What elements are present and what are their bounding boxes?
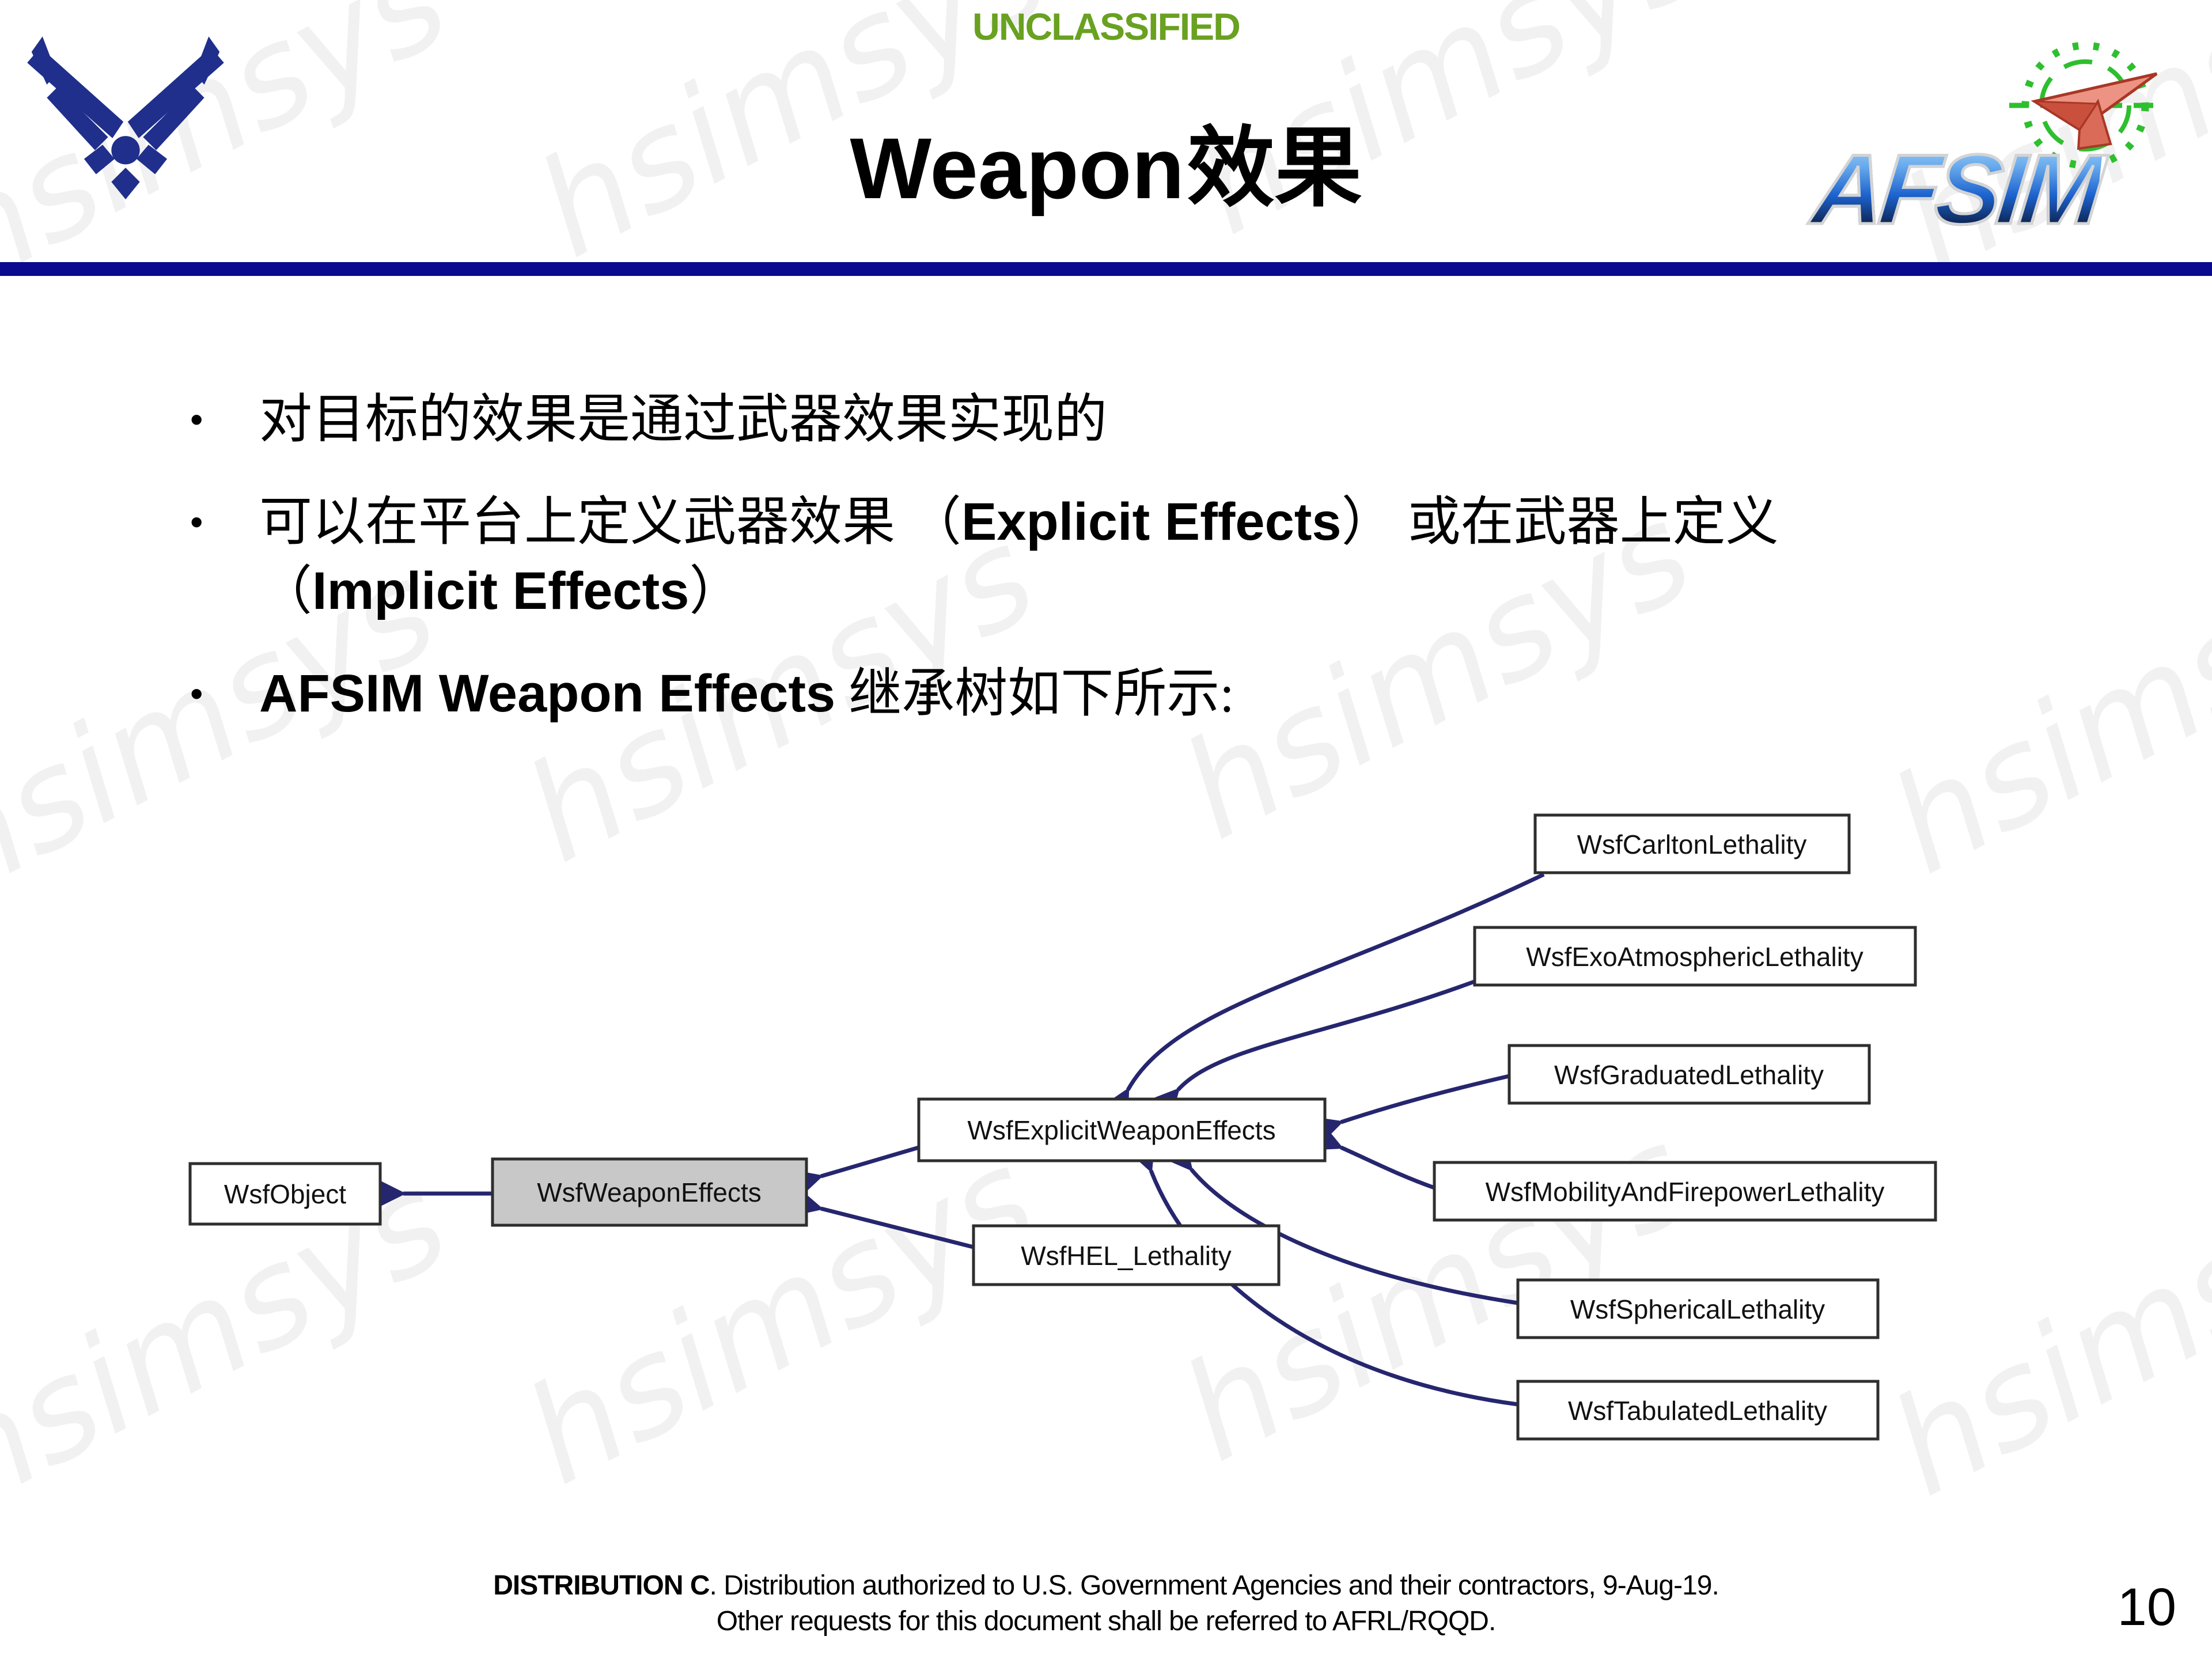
node-wsfexoatmosphericlethality bbox=[1473, 926, 1917, 987]
afsim-logo: AFSIM bbox=[1806, 10, 2206, 258]
bullet-list: • 对目标的效果是通过武器效果实现的 • 可以在平台上定义武器效果 （Explicit… bbox=[190, 385, 2068, 762]
bullet-dot: • bbox=[190, 673, 203, 714]
node-wsfweaponeffects bbox=[491, 1157, 808, 1227]
footer-line1: DISTRIBUTION C. Distribution authorized … bbox=[493, 1570, 1719, 1601]
bullet-item: • AFSIM Weapon Effects 继承树如下所示: bbox=[190, 659, 2068, 728]
node-label: WsfExplicitWeaponEffects bbox=[967, 1115, 1275, 1145]
paper-plane-icon bbox=[2031, 72, 2158, 150]
node-wsftabulatedlethality bbox=[1516, 1380, 1880, 1441]
node-label: WsfSphericalLethality bbox=[1570, 1294, 1825, 1324]
node-wsfsphericallethality bbox=[1516, 1278, 1880, 1339]
node-label: WsfMobilityAndFirepowerLethality bbox=[1486, 1177, 1885, 1207]
bullet-text: 对目标的效果是通过武器效果实现的 bbox=[259, 390, 1108, 449]
node-label: WsfWeaponEffects bbox=[537, 1177, 761, 1207]
distribution-footer: DISTRIBUTION C. Distribution authorized … bbox=[0, 1568, 2212, 1639]
node-wsfcarltonlethality bbox=[1533, 813, 1851, 874]
classification-banner: UNCLASSIFIED bbox=[972, 5, 1241, 48]
node-wsfhel-lethality bbox=[972, 1224, 1281, 1286]
bullet-text: AFSIM Weapon Effects 继承树如下所示: bbox=[259, 664, 1234, 723]
node-label: WsfCarltonLethality bbox=[1577, 830, 1807, 859]
node-label: WsfExoAtmosphericLethality bbox=[1526, 942, 1863, 972]
title-chinese: 效果 bbox=[1187, 120, 1362, 217]
page-title: Weapon 效果 bbox=[0, 97, 2212, 224]
bullet-item: • 可以在平台上定义武器效果 （Explicit Effects） 或在武器上定义… bbox=[190, 487, 2068, 626]
node-wsfexplicitweaponeffects bbox=[917, 1097, 1327, 1162]
usaf-logo bbox=[27, 36, 224, 200]
page-number: 10 bbox=[2117, 1578, 2176, 1637]
node-wsfmobilityandfirepowerlethality bbox=[1433, 1161, 1937, 1222]
bullet-text: 可以在平台上定义武器效果 （Explicit Effects） 或在武器上定义（… bbox=[259, 493, 1779, 620]
node-label: WsfTabulatedLethality bbox=[1568, 1396, 1827, 1426]
bullet-dot: • bbox=[190, 399, 203, 440]
diagram-nodes: WsfObject WsfWeaponEffects WsfExplicitWe… bbox=[188, 813, 1937, 1441]
node-wsfobject bbox=[188, 1162, 382, 1226]
node-label: WsfObject bbox=[224, 1179, 346, 1209]
node-label: WsfHEL_Lethality bbox=[1021, 1241, 1232, 1271]
title-divider bbox=[0, 262, 2212, 276]
footer-line2: Other requests for this document shall b… bbox=[716, 1606, 1497, 1637]
title-english: Weapon bbox=[850, 120, 1185, 217]
diagram-edges bbox=[377, 872, 1545, 1407]
bullet-dot: • bbox=[190, 501, 203, 543]
usaf-wings-icon bbox=[27, 36, 224, 200]
bullet-item: • 对目标的效果是通过武器效果实现的 bbox=[190, 385, 2068, 454]
node-label: WsfGraduatedLethality bbox=[1554, 1060, 1824, 1090]
node-wsfgraduatedlethality bbox=[1508, 1044, 1871, 1105]
